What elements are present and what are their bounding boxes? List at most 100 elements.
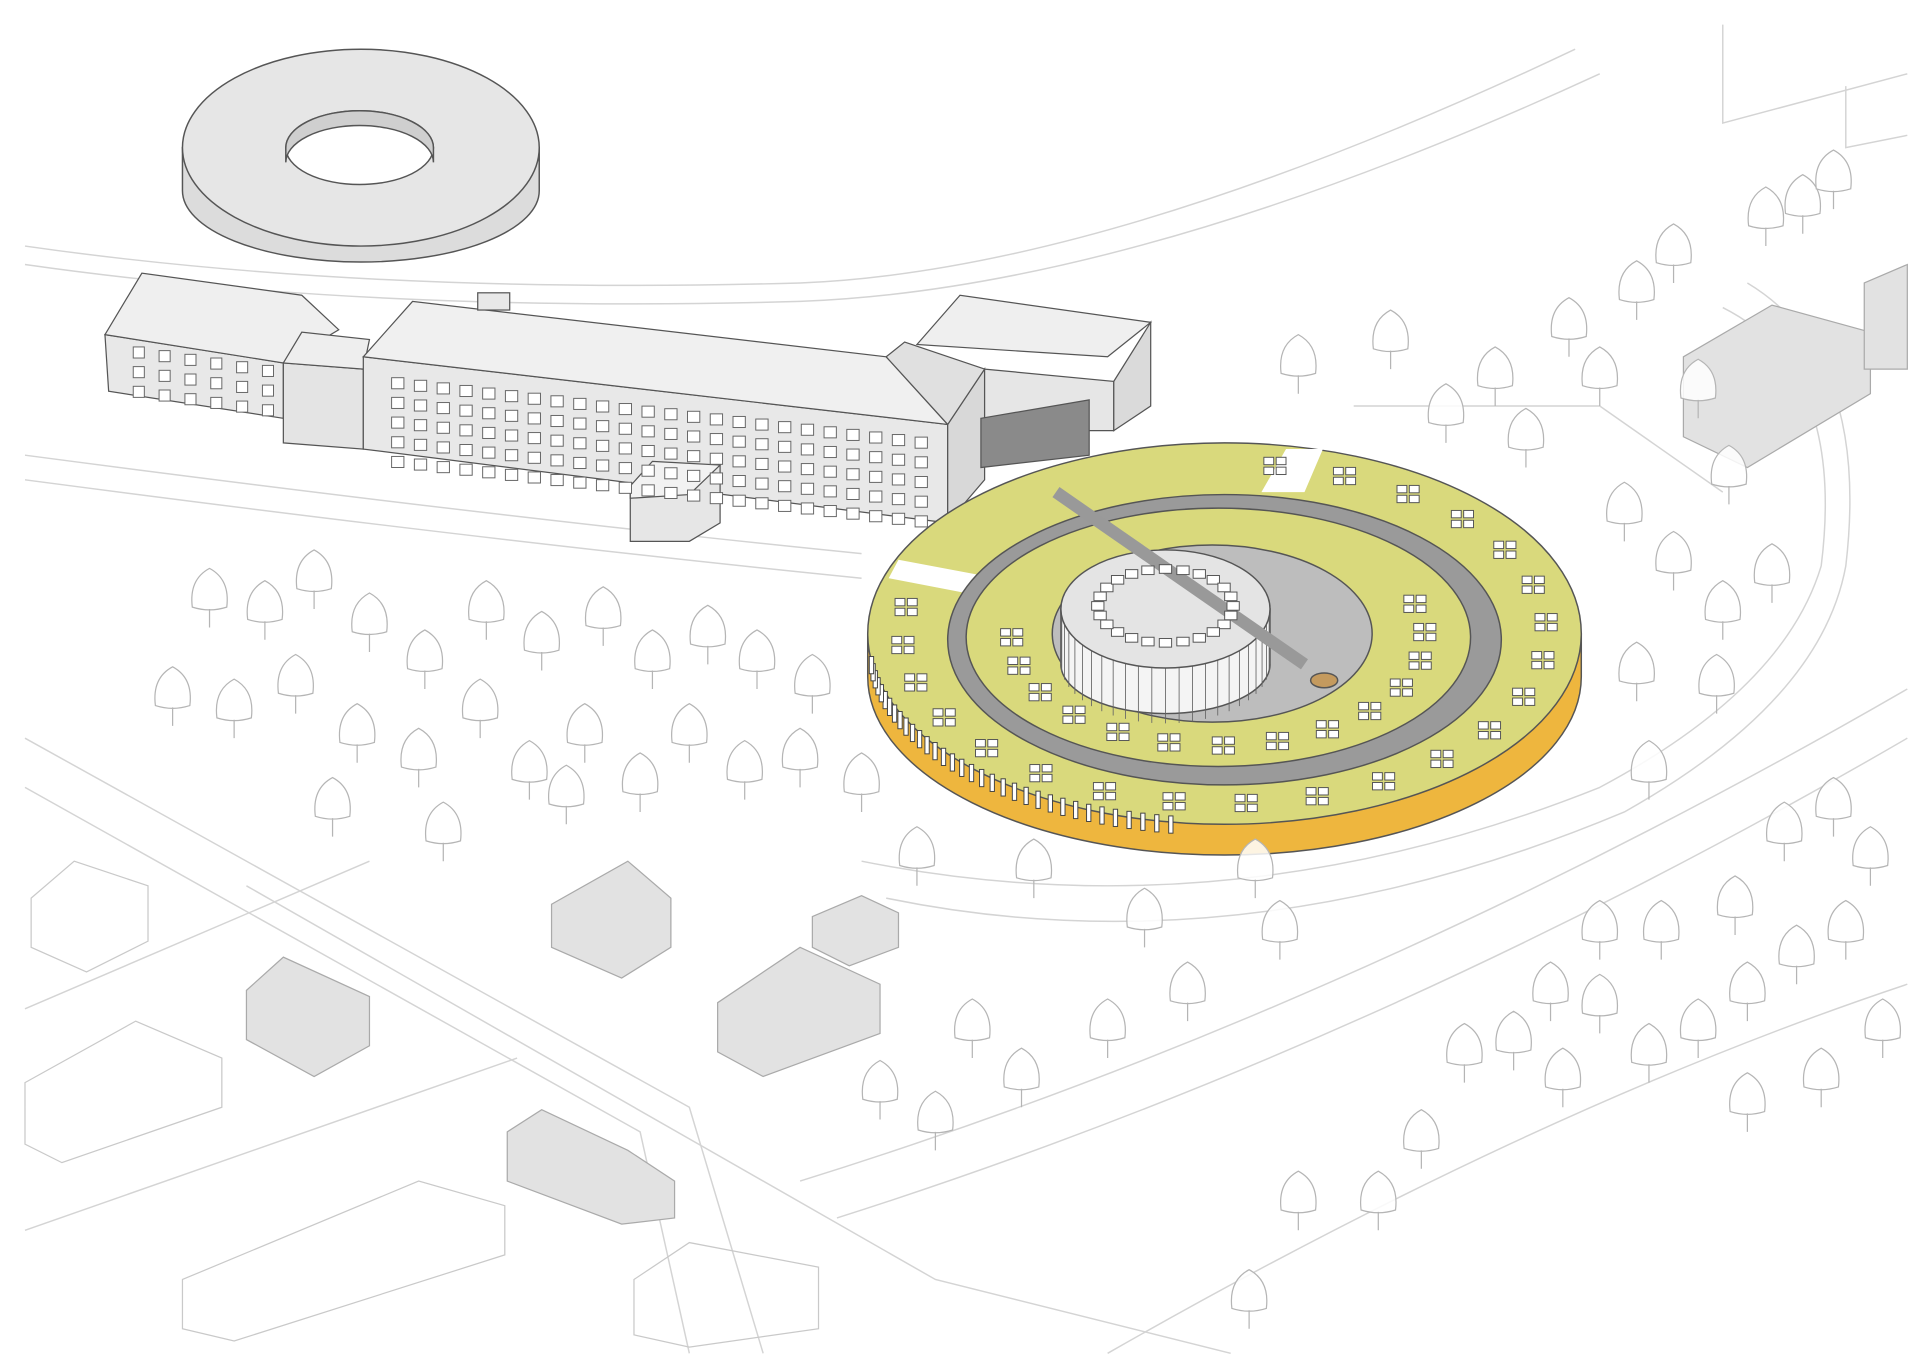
- tree-icon: [738, 629, 776, 689]
- skylight: [1477, 721, 1489, 730]
- window: [709, 492, 724, 505]
- window: [504, 468, 519, 481]
- skylight: [1074, 705, 1086, 715]
- facade-window: [940, 747, 947, 766]
- trees: [154, 149, 1852, 862]
- window: [641, 464, 655, 477]
- tree-icon: [1802, 1047, 1840, 1108]
- window: [846, 448, 860, 461]
- window: [755, 418, 769, 431]
- window: [732, 435, 746, 448]
- tree-icon: [1581, 973, 1619, 1034]
- facade-window: [924, 736, 930, 755]
- window: [687, 430, 701, 443]
- tree-icon: [1852, 826, 1889, 886]
- window: [891, 453, 906, 466]
- window: [184, 353, 197, 366]
- skylight: [1345, 466, 1357, 476]
- tree-icon: [634, 629, 671, 689]
- window: [236, 400, 249, 413]
- tree-icon: [1729, 1072, 1766, 1132]
- skylight: [1074, 715, 1086, 724]
- skylight: [1062, 715, 1074, 724]
- facade-window: [903, 717, 909, 736]
- window: [778, 421, 792, 434]
- window: [664, 408, 678, 421]
- tree-icon: [1359, 1170, 1397, 1231]
- skylight: [1275, 456, 1287, 466]
- skylight: [916, 683, 928, 692]
- facade-window: [968, 763, 975, 783]
- window: [823, 505, 837, 518]
- skylight: [891, 645, 903, 655]
- window: [132, 366, 145, 379]
- skylight: [1493, 540, 1505, 550]
- skylight: [1450, 519, 1462, 529]
- facade-window: [1011, 782, 1018, 801]
- tree-icon: [584, 586, 622, 646]
- skylight: [1358, 711, 1369, 721]
- skylight: [1169, 733, 1181, 742]
- tree-icon: [246, 579, 284, 640]
- skylight: [944, 718, 956, 727]
- skylight: [1174, 802, 1186, 811]
- window: [573, 417, 587, 430]
- skylight: [1007, 666, 1019, 675]
- facade-window: [916, 730, 923, 749]
- skylight: [1315, 720, 1327, 729]
- window: [132, 385, 145, 398]
- skylight: [1305, 796, 1317, 806]
- window: [618, 462, 633, 475]
- skylight: [1403, 594, 1415, 604]
- tree-icon: [1427, 383, 1465, 443]
- skylight: [1372, 772, 1383, 781]
- skylight: [1396, 484, 1408, 494]
- window: [527, 432, 541, 445]
- window: [482, 407, 496, 420]
- window: [732, 494, 746, 507]
- window: [550, 474, 564, 487]
- skylight: [1211, 746, 1223, 755]
- tree-icon: [314, 776, 351, 837]
- skylight: [1442, 759, 1454, 769]
- window: [618, 442, 633, 455]
- skylight: [1531, 660, 1543, 670]
- tree-icon: [400, 727, 437, 788]
- window: [573, 456, 587, 469]
- facade-window: [1047, 794, 1053, 813]
- skylight: [904, 673, 916, 682]
- window: [869, 470, 883, 483]
- window: [459, 384, 473, 398]
- window: [914, 475, 928, 489]
- skylight: [906, 607, 918, 617]
- skylight: [1158, 638, 1173, 648]
- window: [891, 493, 906, 506]
- skylight: [1012, 628, 1024, 637]
- window: [413, 458, 428, 471]
- skylight: [1275, 466, 1287, 476]
- tree-icon: [523, 610, 561, 671]
- window: [846, 428, 860, 441]
- window: [846, 487, 860, 500]
- skylight: [1206, 627, 1220, 637]
- window: [800, 482, 815, 495]
- window: [618, 422, 633, 435]
- skylight: [1234, 793, 1246, 803]
- tree-icon: [1446, 1022, 1483, 1083]
- skylight: [1442, 749, 1454, 759]
- skylight: [1141, 565, 1155, 576]
- tree-icon: [1581, 346, 1619, 406]
- tree-icon: [1815, 149, 1852, 210]
- window: [914, 495, 928, 508]
- window: [823, 485, 837, 498]
- window: [436, 382, 450, 395]
- tree-icon: [406, 629, 444, 689]
- skylight: [1092, 782, 1104, 791]
- tree-icon: [1507, 407, 1545, 468]
- tree-icon: [461, 678, 499, 739]
- tree-icon: [1753, 543, 1791, 603]
- skylight: [1041, 764, 1053, 773]
- tree-icon: [1236, 838, 1274, 899]
- skylight: [1000, 628, 1011, 637]
- window: [595, 479, 610, 492]
